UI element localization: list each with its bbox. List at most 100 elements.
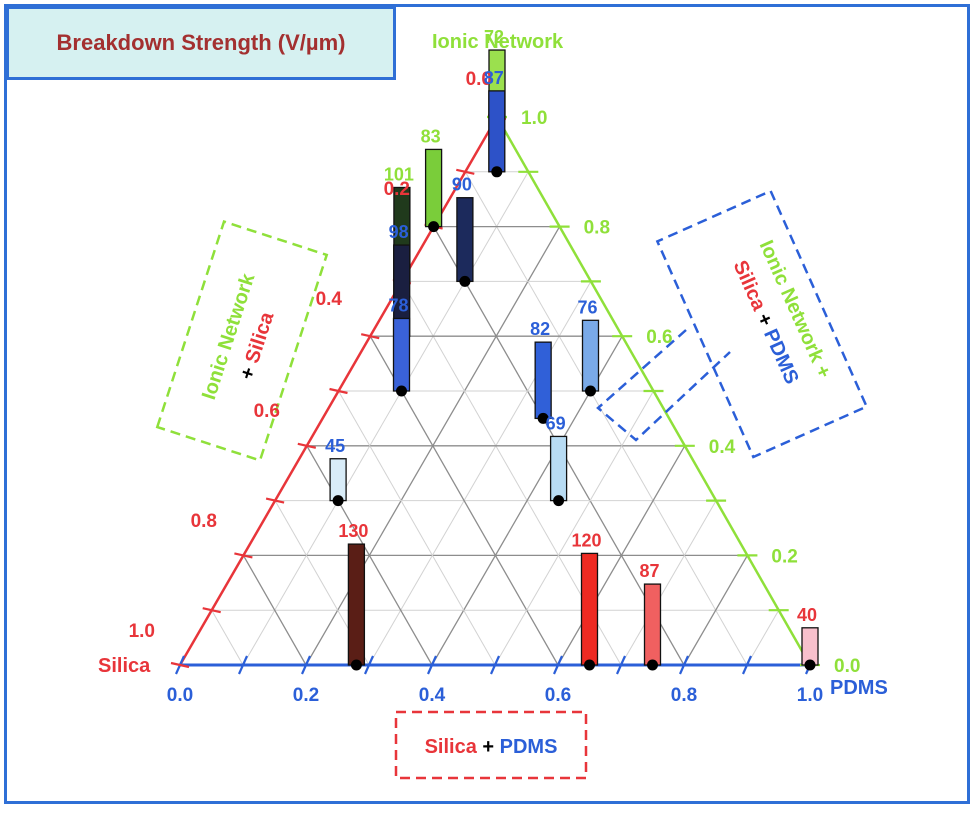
right-tick-label: 0.2	[771, 546, 797, 567]
bottom-tick-label: 0.4	[419, 685, 446, 706]
point-marker-12	[584, 659, 595, 671]
bottom-tick	[426, 655, 438, 675]
left-tick	[170, 661, 190, 669]
value-label-8: 76	[577, 297, 597, 317]
bar-10	[549, 435, 568, 502]
bottom-tick	[615, 655, 627, 675]
bottom-tick-label: 0.0	[167, 685, 193, 706]
region-box-ionic-silica	[155, 220, 329, 462]
grid-line-silica	[211, 609, 244, 666]
figure-frame	[4, 4, 970, 804]
grid-line-silica	[306, 445, 433, 666]
bottom-tick	[363, 655, 375, 675]
grid-line-pdms	[557, 445, 686, 666]
value-label-3: 101	[384, 164, 414, 184]
value-label-10: 69	[546, 413, 566, 433]
vertex-label-ionic-network: Ionic Network	[432, 31, 564, 53]
bar-9	[329, 458, 347, 502]
left-tick-label: 0.6	[254, 401, 280, 422]
bottom-tick	[300, 655, 312, 675]
bar-11	[347, 543, 366, 666]
left-tick	[297, 442, 317, 449]
bar-6	[392, 317, 411, 392]
bottom-tick	[552, 655, 564, 675]
point-marker-10	[553, 495, 565, 507]
bar-13	[643, 583, 662, 666]
bottom-tick-label: 0.2	[293, 685, 319, 706]
bottom-tick	[237, 655, 249, 675]
right-tick-label: 0.0	[834, 656, 860, 677]
title-box: Breakdown Strength (V/µm)	[6, 6, 396, 80]
bar-1	[488, 90, 506, 173]
region-label-part: Silica	[425, 736, 478, 758]
bottom-tick-label: 1.0	[797, 685, 823, 706]
left-tick	[456, 168, 475, 175]
region-box-silica-ionic-pdms	[655, 189, 869, 459]
point-marker-2	[428, 221, 440, 233]
left-tick	[265, 497, 285, 504]
vertex-label-silica: Silica	[98, 655, 151, 677]
grid-line-pdms	[683, 555, 748, 666]
region-box-layer: Ionic Network+ Silica Ionic Network +Sili…	[155, 189, 869, 780]
value-label-7: 82	[530, 319, 550, 339]
region-label-part: Silica	[241, 309, 278, 366]
bar-7	[534, 341, 552, 420]
region-label-part: +	[236, 359, 262, 382]
region-label-silica-pdms: Silica + PDMS	[425, 736, 558, 758]
label-layer: 0.0 0.2 0.4 0.6 0.8 1.0 0.0 0.2 0.4 0.6 0.8 1.0 0.0 0…	[98, 27, 888, 758]
region-label-part: PDMS	[500, 736, 558, 758]
point-marker-11	[350, 659, 362, 671]
right-tick-label: 1.0	[521, 108, 547, 129]
region-label-part: +	[477, 736, 500, 758]
point-marker-4	[459, 275, 471, 287]
grid-line-silica	[242, 555, 307, 666]
left-tick	[234, 552, 253, 559]
value-label-6: 78	[388, 295, 408, 315]
value-label-14: 40	[797, 605, 817, 625]
point-marker-7	[537, 412, 549, 424]
region-box-pointer-silica-ionic-pdms	[596, 329, 731, 442]
value-label-2: 83	[421, 126, 441, 146]
point-marker-9	[332, 495, 344, 507]
grid-line-pdms	[494, 390, 654, 666]
vertex-label-pdms: PDMS	[830, 677, 888, 699]
point-marker-14	[804, 659, 816, 671]
left-tick-label: 0.8	[191, 511, 217, 532]
bar-layer	[329, 49, 819, 671]
bottom-tick-label: 0.8	[671, 685, 697, 706]
left-tick-label: 0.4	[316, 289, 343, 310]
bar-4	[456, 197, 474, 283]
grid-line-pdms	[242, 171, 529, 666]
tick-layer	[170, 113, 820, 675]
right-tick-label: 0.4	[709, 437, 736, 458]
point-marker-1	[491, 166, 503, 178]
grid-line-silica	[338, 390, 496, 666]
value-label-0: 72	[484, 27, 504, 47]
region-box-group-silica-ionic-pdms: Ionic Network +Silica + PDMS	[655, 189, 869, 459]
grid-line-pdms	[620, 500, 717, 666]
point-marker-8	[585, 385, 596, 397]
right-tick-label: 0.6	[646, 327, 672, 348]
left-tick	[202, 607, 221, 614]
bottom-tick	[489, 655, 501, 675]
left-tick	[360, 333, 380, 340]
value-label-5: 98	[389, 222, 409, 242]
right-tick-label: 0.8	[584, 218, 610, 239]
bar-2	[424, 148, 443, 228]
grid-line-pdms	[746, 609, 780, 666]
left-tick-label: 0.0	[466, 69, 492, 90]
bottom-tick	[678, 655, 690, 675]
grid-line-pdms	[368, 281, 592, 666]
value-label-1: 87	[484, 68, 504, 88]
point-marker-6	[396, 385, 407, 397]
value-label-11: 130	[338, 521, 368, 541]
value-label-12: 120	[571, 530, 601, 550]
bottom-tick-label: 0.6	[545, 685, 571, 706]
left-tick-label: 0.2	[384, 179, 410, 200]
region-box-group-ionic-silica: Ionic Network+ Silica	[155, 220, 329, 462]
value-label-9: 45	[325, 436, 345, 456]
point-marker-13	[647, 659, 658, 671]
bar-8	[581, 319, 600, 392]
bar-14	[801, 627, 819, 666]
